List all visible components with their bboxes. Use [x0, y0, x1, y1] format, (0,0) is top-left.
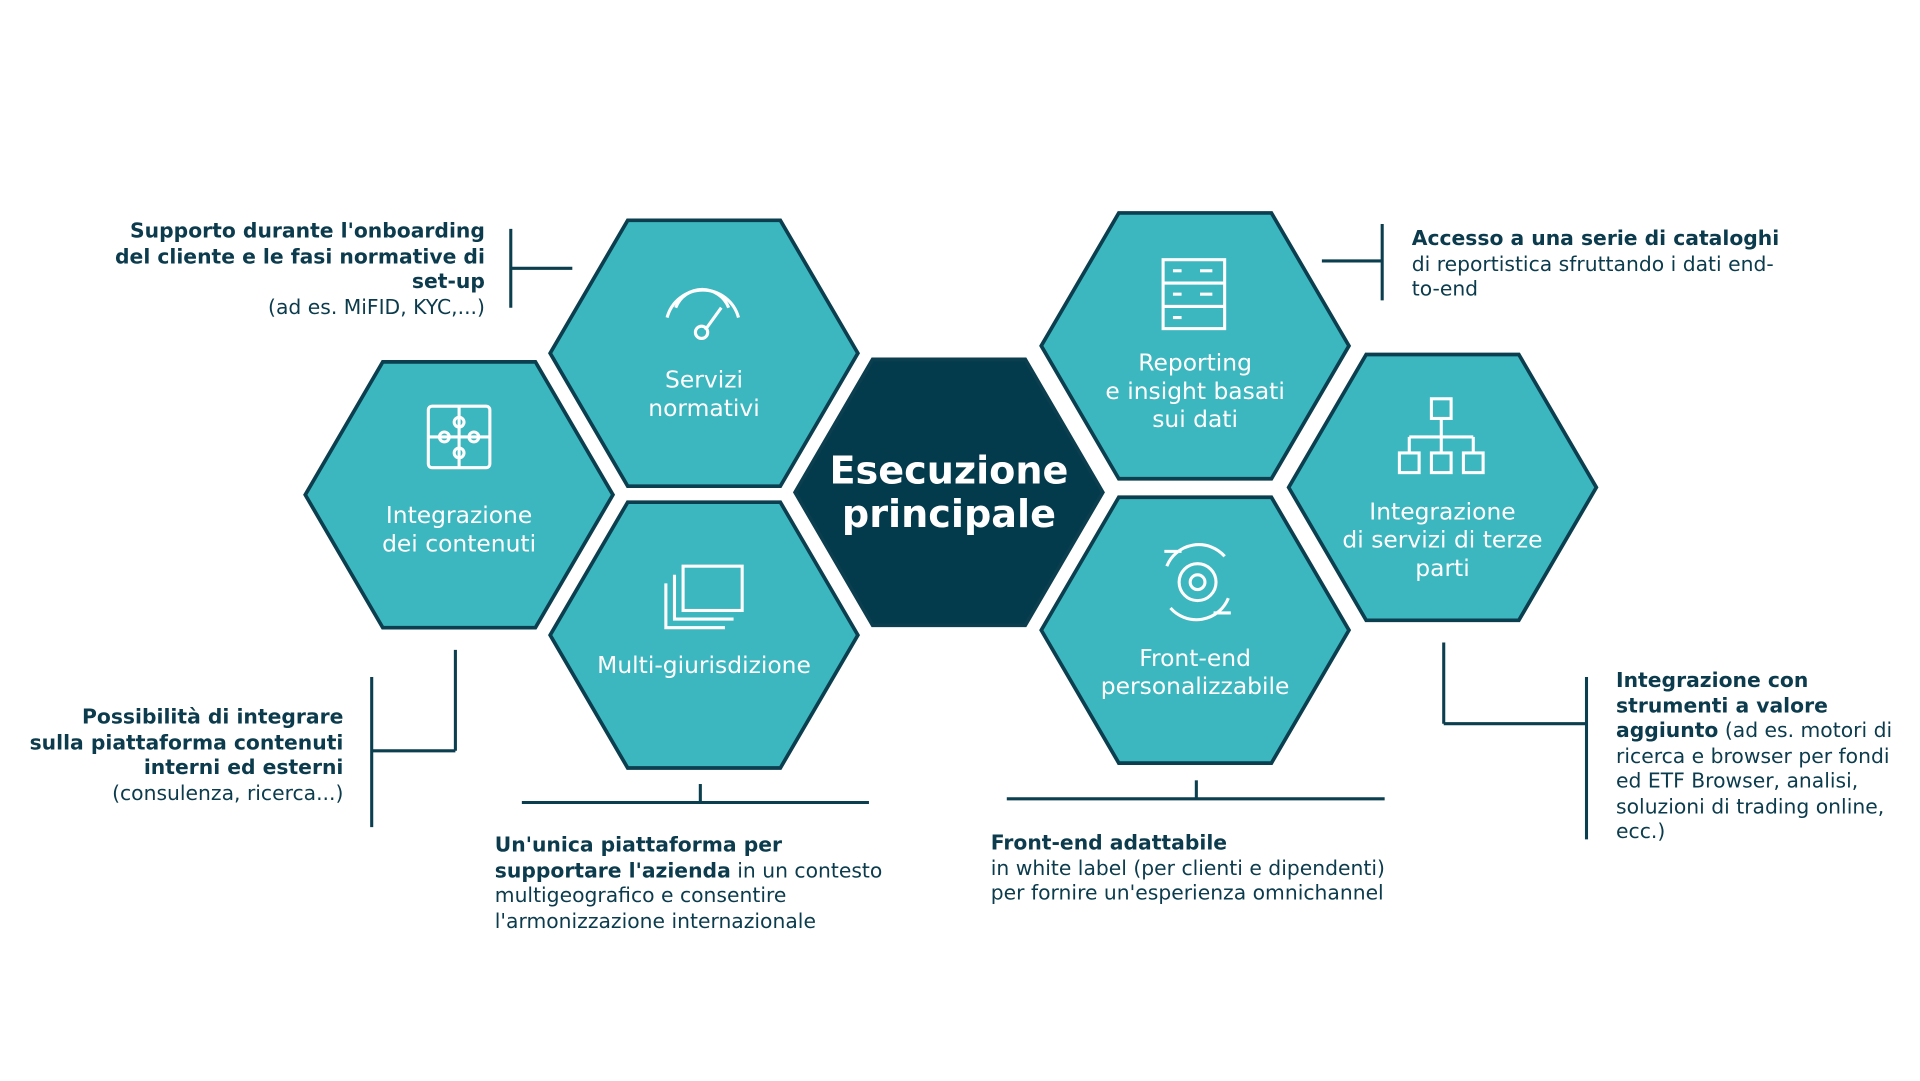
note-piattaforma-text: in un contesto multigeografico e consent… — [494, 858, 883, 933]
note-onboarding-bold: Supporto durante l'onboarding del client… — [115, 219, 485, 293]
note-onboarding: Supporto durante l'onboarding del client… — [111, 219, 485, 320]
note-strumenti-text: (ad es. motori di ricerca e browser per … — [1616, 718, 1893, 844]
server-icon — [1161, 258, 1227, 331]
note-cataloghi: Accesso a una serie di cataloghi di repo… — [1412, 226, 1781, 302]
hex-label-servizi: Servizi normativi — [648, 366, 760, 423]
hex-label-frontend: Front-end personalizzabile — [1100, 644, 1290, 701]
note-frontend-text: in white label (per clienti e dipendenti… — [990, 856, 1385, 905]
hex-servizi — [548, 218, 861, 489]
note-cataloghi-text: di reportistica sfruttando i dati end-to… — [1411, 251, 1774, 301]
puzzle-icon — [426, 404, 492, 470]
hex-terze — [1286, 352, 1599, 623]
note-contenuti-bold: Possibilità di integrare sulla piattafor… — [29, 705, 344, 780]
note-contenuti: Possibilità di integrare sulla piattafor… — [25, 705, 344, 806]
note-contenuti-text: (consulenza, ricerca...) — [112, 780, 344, 805]
note-cataloghi-bold: Accesso a una serie di cataloghi — [1411, 226, 1780, 250]
note-piattaforma: Un'unica piattaforma per supportare l'az… — [495, 833, 895, 934]
hierarchy-icon — [1397, 397, 1485, 475]
hex-frontend — [1039, 495, 1352, 765]
note-strumenti: Integrazione con strumenti a valore aggi… — [1616, 668, 1918, 845]
hex-multi — [548, 500, 861, 770]
hex-reporting — [1039, 211, 1352, 481]
hex-label-contenuti: Integrazione dei contenuti — [382, 502, 537, 558]
note-strumenti-bold: Integrazione con strumenti a valore aggi… — [1616, 668, 1828, 743]
hex-label-terze: Integrazione di servizi di terze parti — [1342, 498, 1543, 583]
note-frontend-bold: Front-end adattabile — [990, 830, 1228, 855]
hex-center — [792, 357, 1105, 628]
note-frontend: Front-end adattabile in white label (per… — [991, 831, 1422, 907]
note-piattaforma-bold: Un'unica piattaforma per supportare l'az… — [494, 833, 783, 882]
hex-contenuti — [303, 360, 616, 630]
hex-label-reporting: Reporting e insight basati sui dati — [1105, 349, 1285, 434]
gear-cycle-icon — [1164, 543, 1231, 622]
hex-label-multi: Multi-giurisdizione — [597, 652, 811, 680]
center-label: Esecuzione principale — [829, 449, 1069, 537]
stacked-pages-icon — [664, 564, 744, 630]
note-onboarding-text: (ad es. MiFID, KYC,...) — [268, 294, 485, 319]
gauge-icon — [665, 287, 740, 341]
